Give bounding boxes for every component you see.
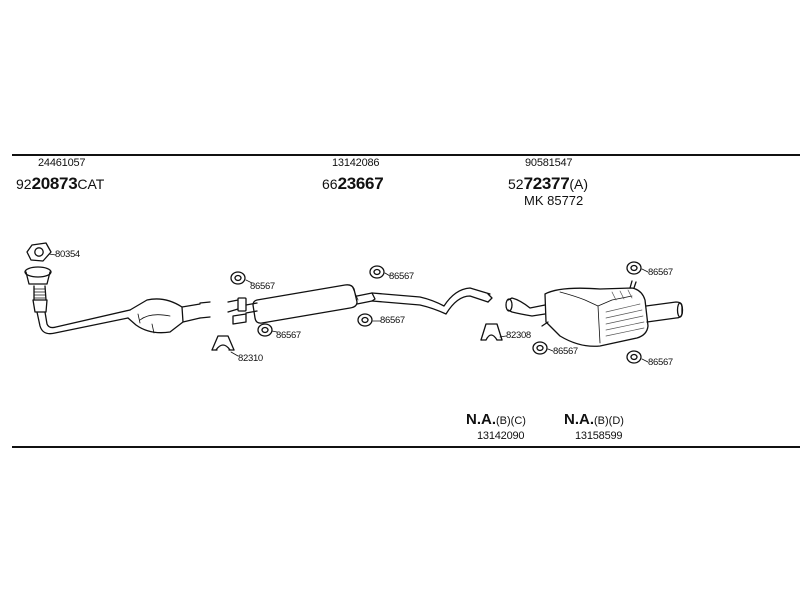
clamp-rear-bottom-label: 86567 [648,357,673,368]
rear-part-number: 90581547 [525,157,573,169]
rear-muffler[interactable] [505,280,684,347]
middle-part-number: 13142086 [332,157,380,169]
na-item-1: N.A.(B)(C) [466,411,526,428]
clamp-rear-lower-label: 86567 [553,346,578,357]
clamp-mid-right-top-icon[interactable] [369,265,391,279]
rear-kit-reference: MK 85772 [524,193,584,208]
na-item-2-part-number: 13158599 [575,430,623,442]
clamp-rear-clip-icon[interactable] [480,323,507,341]
clamp-rear-top-label: 86567 [648,267,673,278]
clamp-rear-lower-icon[interactable] [532,341,554,355]
clamp-rear-top-icon[interactable] [626,261,649,275]
clamp-mid-left-bottom-label: 86567 [276,330,301,341]
clamp-mid-left-top-icon[interactable] [230,271,253,285]
bottom-divider [12,446,800,448]
front-part-number: 24461057 [38,157,86,169]
clamp-rear-bottom-icon[interactable] [626,350,649,364]
clamp-mid-left-top-label: 86567 [250,281,275,292]
rear-reference: 5272377(A) [508,174,589,193]
intermediate-pipe[interactable] [371,287,493,315]
clamp-mid-right-bottom-icon[interactable] [357,313,382,327]
front-pipe-catalytic-converter[interactable] [24,266,211,335]
middle-silencer[interactable] [245,284,376,324]
gasket-front-icon[interactable] [26,242,57,262]
clamp-mid-right-bottom-label: 86567 [380,315,405,326]
front-reference: 9220873CAT [16,174,105,193]
mid-connector-pipe[interactable] [227,297,247,325]
na-item-1-part-number: 13142090 [477,430,525,442]
middle-reference: 6623667 [322,174,384,193]
top-divider [12,154,800,156]
na-item-2: N.A.(B)(D) [564,411,624,428]
clamp-mid-right-top-label: 86567 [389,271,414,282]
gasket-front-label: 80354 [55,249,80,260]
clamp-rear-clip-label: 82308 [506,330,531,341]
clamp-mid-left-bottom-icon[interactable] [257,323,278,337]
clamp-small-icon[interactable] [211,335,239,357]
clamp-small-label: 82310 [238,353,263,364]
